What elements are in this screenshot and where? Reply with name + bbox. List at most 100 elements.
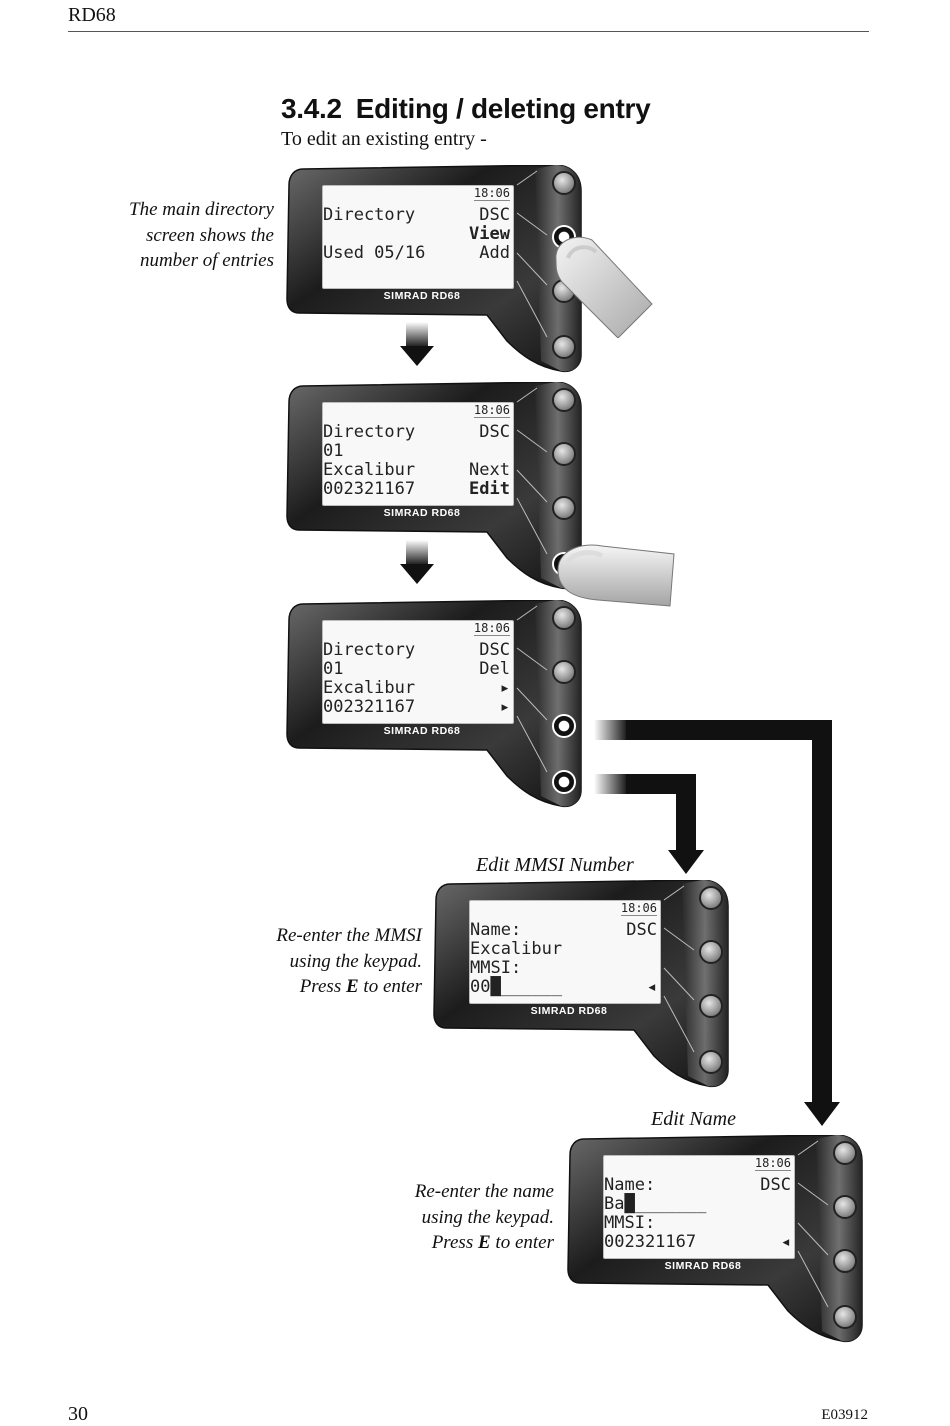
page-number: 30 [68, 1403, 88, 1425]
lcd-softkey-labels: DSC​​◂ [760, 1176, 791, 1252]
brand-label: SIMRAD RD68 [664, 1260, 742, 1272]
lcd-softkey-label: ▸ [499, 678, 510, 698]
lcd-line: Directory [323, 205, 416, 225]
caption-line: Press E to enter [299, 976, 422, 997]
caption-line: The main directory [129, 199, 274, 220]
lcd-softkey-label: DSC [479, 640, 510, 660]
header-rule [68, 31, 869, 32]
document-code: E03912 [821, 1407, 868, 1423]
lcd-softkey-labels: DSC​​◂ [626, 921, 657, 997]
caption-line: Press E to enter [431, 1232, 554, 1253]
lcd-clock: 18:06 [754, 1156, 791, 1171]
edit-name-label: Edit Name [651, 1108, 736, 1130]
lcd-line: 01 [323, 441, 344, 461]
softkey-button[interactable] [552, 171, 576, 195]
intro-text: To edit an existing entry - [281, 128, 487, 150]
lcd-line: Directory [323, 422, 416, 442]
lcd-softkey-label: Next [469, 460, 510, 480]
lcd-softkey-label: ​ [760, 1195, 791, 1214]
lcd-line: 00█______ [470, 977, 563, 997]
softkey-button[interactable] [699, 1050, 723, 1074]
caption-line: using the keypad. [421, 1206, 554, 1228]
lcd-softkey-label: ​ [626, 959, 657, 978]
lcd-softkey-label: DSC [479, 205, 510, 225]
lcd-softkey-label: Add [479, 243, 510, 263]
lcd-line: 01 [323, 659, 344, 679]
finger-pressing-edit-icon [557, 544, 675, 607]
softkey-button[interactable] [833, 1305, 857, 1329]
lcd-line: 002321167 [323, 697, 416, 717]
brand-label: SIMRAD RD68 [383, 725, 461, 737]
caption-line: Re-enter the name [414, 1181, 554, 1202]
lcd-line: ​ [323, 225, 425, 244]
connector-to-mmsi [594, 774, 704, 874]
lcd-softkey-label: ​ [626, 940, 657, 959]
softkey-button[interactable] [552, 714, 576, 738]
section-heading: Editing / deleting entry [355, 93, 651, 124]
lcd-line: 002321167 [323, 479, 416, 499]
device-edit-name: 18:06Name:Ba█_______MMSI:002321167DSC​​◂… [566, 1135, 866, 1345]
softkey-button[interactable] [552, 442, 576, 466]
lcd-line: MMSI: [470, 958, 522, 978]
lcd-clock: 18:06 [620, 901, 657, 916]
lcd-line: Name: [604, 1175, 656, 1195]
lcd-screen: 18:06Directory01Excalibur002321167DSC​Ne… [322, 402, 514, 506]
softkey-button[interactable] [699, 994, 723, 1018]
lcd-softkey-label: ​ [760, 1214, 791, 1233]
lcd-line: Used 05/16 [323, 243, 426, 263]
lcd-softkey-label: ​ [469, 442, 510, 461]
down-arrow-2 [400, 540, 434, 584]
brand-label: SIMRAD RD68 [383, 290, 461, 302]
lcd-softkey-label: DSC [760, 1175, 791, 1195]
caption-line: number of entries [139, 250, 274, 271]
softkey-button[interactable] [833, 1249, 857, 1273]
softkey-button[interactable] [552, 606, 576, 630]
lcd-softkey-label: DSC [626, 920, 657, 940]
lcd-clock: 18:06 [473, 186, 510, 201]
brand-label: SIMRAD RD68 [530, 1005, 608, 1017]
device-directory-entry: 18:06Directory01Excalibur002321167DSC​Ne… [285, 382, 585, 592]
lcd-line: Name: [470, 920, 522, 940]
lcd-line: Ba█_______ [604, 1194, 707, 1214]
lcd-left-column: Name:Ba█_______MMSI:002321167 [604, 1176, 706, 1252]
softkey-button[interactable] [552, 770, 576, 794]
brand-label: SIMRAD RD68 [383, 507, 461, 519]
lcd-line: Excalibur [323, 678, 416, 698]
lcd-line: MMSI: [604, 1213, 656, 1233]
softkey-button[interactable] [552, 335, 576, 359]
caption-mmsi: Re-enter the MMSI using the keypad. Pres… [200, 923, 422, 1000]
lcd-line: Directory [323, 640, 416, 660]
softkey-button[interactable] [699, 940, 723, 964]
caption-line: screen shows the [145, 224, 274, 246]
lcd-clock: 18:06 [473, 621, 510, 636]
softkey-button[interactable] [552, 496, 576, 520]
softkey-button[interactable] [833, 1141, 857, 1165]
lcd-softkey-label: ◂ [780, 1232, 791, 1252]
caption-line: using the keypad. [289, 950, 422, 972]
lcd-line: 002321167 [604, 1232, 697, 1252]
lcd-line: Excalibur [323, 460, 416, 480]
softkey-button[interactable] [833, 1195, 857, 1219]
caption-name: Re-enter the name using the keypad. Pres… [330, 1179, 554, 1256]
softkey-button[interactable] [552, 660, 576, 684]
lcd-softkey-label: ▸ [499, 697, 510, 717]
caption-main-directory: The main directory screen shows the numb… [60, 197, 274, 274]
finger-pressing-view-icon [555, 236, 653, 338]
lcd-softkey-label: Edit [469, 479, 510, 499]
softkey-button[interactable] [552, 388, 576, 412]
lcd-line: Excalibur [470, 939, 563, 959]
caption-line: Re-enter the MMSI [276, 925, 422, 946]
softkey-button[interactable] [699, 886, 723, 910]
